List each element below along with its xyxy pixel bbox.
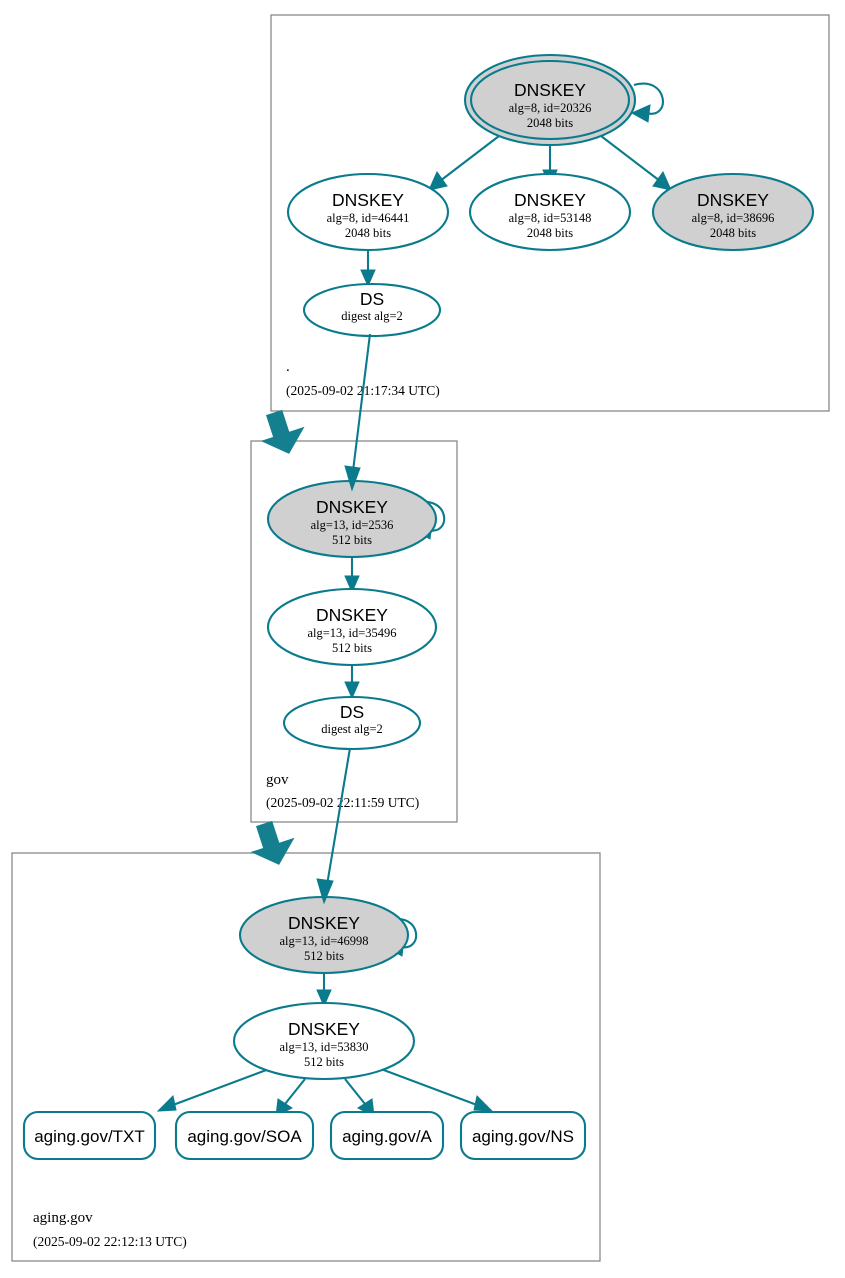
edge-aging-zsk-to-rrset-a [344, 1078, 375, 1117]
node-gov-ksk-title: DNSKEY [316, 497, 388, 517]
node-root-ksk-line3: 2048 bits [527, 116, 573, 130]
node-root-zsk-53148-line3: 2048 bits [527, 226, 573, 240]
node-root-zsk-38696-title: DNSKEY [697, 190, 769, 210]
rrset-node-soa[interactable]: aging.gov/SOA [174, 1110, 315, 1161]
node-aging-ksk-line2: alg=13, id=46998 [279, 934, 368, 948]
edge-gov-zsk-to-ds [344, 665, 360, 700]
node-root-zsk-46441-line3: 2048 bits [345, 226, 391, 240]
node-gov-ds-aging-title: DS [340, 702, 364, 722]
node-aging-zsk-line2: alg=13, id=53830 [279, 1040, 368, 1054]
delegation-arrow-gov-to-aging [250, 820, 295, 865]
node-root-zsk-53148-shape [468, 172, 632, 252]
node-gov-ds-aging-shape [282, 695, 422, 751]
edge-aging-zsk-to-rrset-ns [380, 1068, 494, 1112]
rrset-node-ns-shape [459, 1110, 587, 1161]
zone-label-root: . [286, 359, 290, 375]
delegation-arrow-root-to-gov [260, 409, 305, 454]
node-root-zsk-46441-shape [286, 172, 450, 252]
edge-aging-zsk-to-rrset-txt [156, 1068, 270, 1112]
node-root-zsk-38696-line3: 2048 bits [710, 226, 756, 240]
node-aging-zsk-line3: 512 bits [304, 1055, 344, 1069]
node-gov-zsk-shape [266, 587, 438, 667]
rrset-node-txt-label: aging.gov/TXT [34, 1127, 145, 1146]
edge-gov-ksk-to-zsk [344, 557, 360, 594]
rrset-node-txt[interactable]: aging.gov/TXT [22, 1110, 157, 1161]
zone-timestamp-gov: (2025-09-02 22:11:59 UTC) [266, 795, 419, 810]
edge-root-ksk-to-zsk-38696 [600, 135, 672, 191]
zone-box-gov [250, 440, 458, 823]
rrset-node-ns[interactable]: aging.gov/NS [459, 1110, 587, 1161]
node-root-ds-gov[interactable]: DS digest alg=2 [302, 282, 442, 338]
node-root-ksk-inner-ring [469, 59, 631, 141]
zone-label-aging-gov: aging.gov [33, 1210, 93, 1226]
node-gov-zsk-line2: alg=13, id=35496 [307, 626, 396, 640]
node-gov-zsk[interactable]: DNSKEY alg=13, id=35496 512 bits [266, 587, 438, 667]
node-root-zsk-53148-line2: alg=8, id=53148 [509, 211, 592, 225]
node-root-zsk-53148[interactable]: DNSKEY alg=8, id=53148 2048 bits [468, 172, 632, 252]
rrset-node-a[interactable]: aging.gov/A [329, 1110, 445, 1161]
rrset-node-ns-label: aging.gov/NS [472, 1127, 574, 1146]
node-gov-ds-aging-line2: digest alg=2 [321, 722, 383, 736]
node-root-zsk-46441[interactable]: DNSKEY alg=8, id=46441 2048 bits [286, 172, 450, 252]
edge-aging-ksk-to-zsk [316, 973, 332, 1008]
edge-gov-ds-to-aging-ksk [316, 747, 352, 905]
node-root-zsk-38696[interactable]: DNSKEY alg=8, id=38696 2048 bits [651, 172, 815, 252]
edge-root-ksk-to-zsk-46441 [428, 135, 500, 191]
node-root-zsk-53148-title: DNSKEY [514, 190, 586, 210]
node-root-zsk-46441-title: DNSKEY [332, 190, 404, 210]
rrset-node-txt-shape [22, 1110, 157, 1161]
zone-label-gov: gov [266, 772, 289, 788]
node-aging-ksk-title: DNSKEY [288, 913, 360, 933]
rrset-node-a-label: aging.gov/A [342, 1127, 432, 1146]
zone-cluster-gov: DNSKEY alg=13, id=2536 512 bits DNSKEY a… [250, 440, 458, 823]
rrset-node-soa-label: aging.gov/SOA [187, 1127, 302, 1146]
node-root-zsk-38696-shape [651, 172, 815, 252]
rrset-node-a-shape [329, 1110, 445, 1161]
zone-box-aging-gov [11, 852, 601, 1262]
edge-root-ksk-self-loop [630, 82, 664, 123]
zone-cluster-aging-gov: DNSKEY alg=13, id=46998 512 bits DNSKEY … [11, 852, 601, 1262]
node-gov-zsk-line3: 512 bits [332, 641, 372, 655]
node-root-ds-gov-line2: digest alg=2 [341, 309, 403, 323]
node-root-ds-gov-shape [302, 282, 442, 338]
node-gov-ksk-line3: 512 bits [332, 533, 372, 547]
node-gov-ksk-line2: alg=13, id=2536 [311, 518, 394, 532]
node-aging-zsk-shape [232, 1001, 416, 1081]
node-root-zsk-38696-line2: alg=8, id=38696 [692, 211, 775, 225]
edge-root-zsk-46441-to-ds [360, 250, 376, 288]
zone-cluster-root: DNSKEY alg=8, id=20326 2048 bits DNSKEY … [270, 14, 830, 412]
zone-box-root [270, 14, 830, 412]
edge-aging-zsk-to-rrset-soa [275, 1078, 306, 1117]
node-aging-zsk-title: DNSKEY [288, 1019, 360, 1039]
node-aging-ksk-line3: 512 bits [304, 949, 344, 963]
node-root-ds-gov-title: DS [360, 289, 384, 309]
node-gov-ds-aging[interactable]: DS digest alg=2 [282, 695, 422, 751]
node-aging-zsk[interactable]: DNSKEY alg=13, id=53830 512 bits [232, 1001, 416, 1081]
node-gov-zsk-title: DNSKEY [316, 605, 388, 625]
zone-timestamp-aging-gov: (2025-09-02 22:12:13 UTC) [33, 1234, 187, 1249]
edge-root-ds-to-gov-ksk [344, 333, 372, 492]
rrset-node-soa-shape [174, 1110, 315, 1161]
node-root-ksk-title: DNSKEY [514, 80, 586, 100]
node-aging-ksk[interactable]: DNSKEY alg=13, id=46998 512 bits [238, 895, 410, 975]
node-gov-ksk[interactable]: DNSKEY alg=13, id=2536 512 bits [266, 479, 438, 559]
node-root-ksk-line2: alg=8, id=20326 [509, 101, 592, 115]
node-root-zsk-46441-line2: alg=8, id=46441 [327, 211, 410, 225]
node-root-ksk[interactable]: DNSKEY alg=8, id=20326 2048 bits [463, 53, 637, 147]
